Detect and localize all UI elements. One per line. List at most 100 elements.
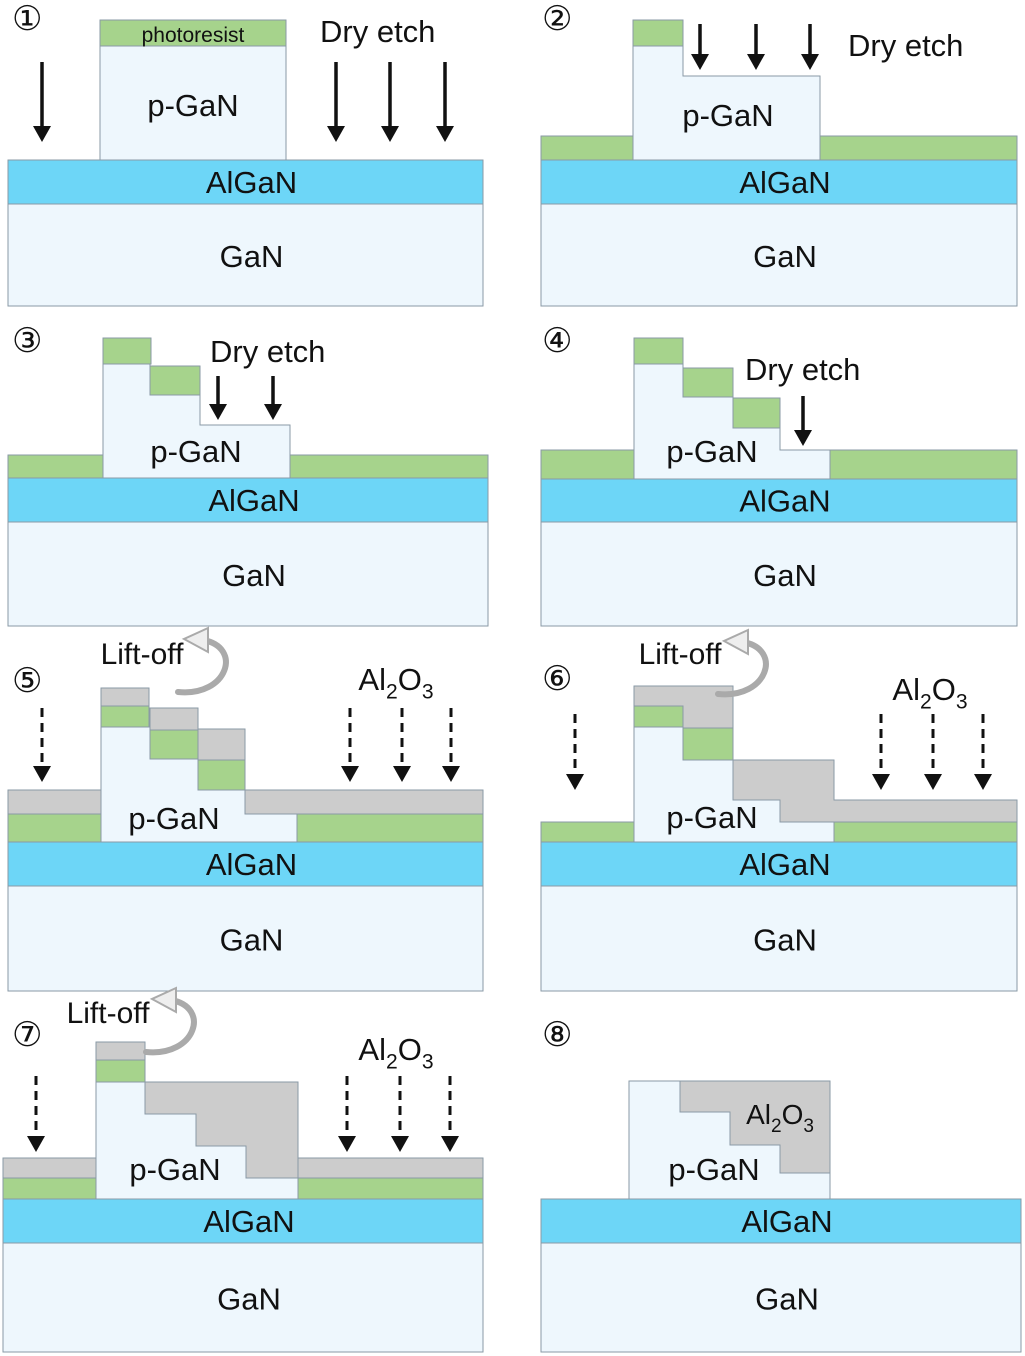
- step-number: ⑤: [12, 662, 42, 700]
- photoresist-layer: [632, 19, 684, 47]
- photoresist-layer: [99, 19, 287, 47]
- al2o3-text: O: [782, 1099, 804, 1130]
- al2o3-layer: [95, 1041, 146, 1061]
- al2o3-subscript: 2: [386, 681, 398, 704]
- photoresist-layer: [833, 821, 1018, 843]
- arrow-head: [338, 1136, 356, 1152]
- algan-layer: [7, 477, 489, 523]
- al2o3-layer: [197, 728, 246, 761]
- p-gan-label: p-GaN: [668, 1152, 759, 1187]
- photoresist-layer: [95, 1059, 146, 1083]
- al2o3-layer: [2, 1157, 97, 1179]
- photoresist-layer: [540, 449, 635, 480]
- gan-label: GaN: [217, 1282, 281, 1317]
- deposition-arrow: [391, 1076, 409, 1152]
- p-gan-label: p-GaN: [147, 88, 238, 123]
- arrow-head: [33, 766, 51, 782]
- al2o3-text: O: [932, 672, 956, 707]
- step-number: ⑥: [542, 660, 572, 698]
- etch-arrow: [264, 376, 282, 420]
- lift-off-label: Lift-off: [67, 997, 150, 1030]
- etch-arrow: [381, 62, 399, 142]
- algan-layer: [540, 478, 1018, 523]
- al2o3-text: O: [398, 662, 422, 697]
- gan-label: GaN: [220, 923, 284, 958]
- photoresist-layer: [732, 397, 781, 429]
- algan-layer: [540, 1198, 1022, 1244]
- arrow-head: [442, 766, 460, 782]
- algan-layer: [540, 841, 1018, 887]
- arrow-head: [691, 54, 709, 70]
- lift-off-curl: [175, 637, 229, 696]
- arrow-head: [872, 774, 890, 790]
- etch-arrow: [327, 62, 345, 142]
- photoresist-layer: [289, 454, 489, 479]
- p-gan-label: p-GaN: [128, 801, 219, 836]
- algan-layer: [540, 159, 1018, 205]
- gan-label: GaN: [753, 558, 817, 593]
- arrow-head: [436, 126, 454, 142]
- lift-off-arrowhead: [721, 628, 749, 656]
- deposition-arrow: [566, 714, 584, 790]
- photoresist-layer: [633, 337, 684, 365]
- arrow-head: [441, 1136, 459, 1152]
- gan-layer: [540, 203, 1018, 307]
- deposition-arrow: [33, 708, 51, 782]
- lift-off-group: Lift-off: [639, 628, 769, 698]
- al2o3-label: Al2O3: [358, 1032, 433, 1074]
- algan-label: AlGaN: [739, 484, 830, 519]
- step-number: ⑧: [542, 1016, 572, 1054]
- step-number: ③: [12, 322, 42, 360]
- al2o3-subscript: 3: [803, 1116, 814, 1137]
- gan-layer: [7, 203, 484, 307]
- arrow-head: [27, 1136, 45, 1152]
- al2o3-text: O: [398, 1032, 422, 1067]
- al2o3-subscript: 2: [771, 1116, 782, 1137]
- arrow-head: [393, 766, 411, 782]
- etch-arrow: [747, 24, 765, 70]
- p-gan-label: p-GaN: [666, 434, 757, 469]
- step-number: ⑦: [12, 1016, 42, 1054]
- lift-off-arrowhead: [181, 626, 209, 654]
- al2o3-subscript: 3: [422, 1051, 434, 1074]
- etch-arrow: [209, 376, 227, 420]
- gan-layer: [7, 521, 489, 627]
- p-gan-label: p-GaN: [682, 98, 773, 133]
- arrow-head: [566, 774, 584, 790]
- al2o3-text: Al: [358, 662, 386, 697]
- photoresist-layer: [7, 813, 102, 843]
- gan-layer: [540, 521, 1018, 627]
- al2o3-subscript: 3: [422, 681, 434, 704]
- gan-label: GaN: [755, 1282, 819, 1317]
- photoresist-layer: [682, 727, 734, 761]
- photoresist-layer: [149, 365, 201, 396]
- deposition-arrow: [27, 1076, 45, 1152]
- algan-label: AlGaN: [741, 1204, 832, 1239]
- arrow-head: [794, 430, 812, 446]
- al2o3-layer: [100, 687, 150, 707]
- lift-off-group: Lift-off: [101, 626, 229, 696]
- arrow-head: [924, 774, 942, 790]
- lift-off-label: Lift-off: [639, 638, 722, 671]
- etch-arrow: [801, 24, 819, 70]
- arrow-head: [33, 126, 51, 142]
- arrow-head: [209, 404, 227, 420]
- photoresist-layer: [2, 1177, 97, 1200]
- arrow-head: [381, 126, 399, 142]
- etch-arrow: [794, 396, 812, 446]
- dry-etch-label: Dry etch: [848, 28, 963, 63]
- step-number: ②: [542, 0, 572, 38]
- al2o3-subscript: 2: [386, 1051, 398, 1074]
- algan-label: AlGaN: [203, 1204, 294, 1239]
- deposition-arrow: [441, 1076, 459, 1152]
- photoresist-layer: [149, 729, 199, 760]
- al2o3-label: Al2O3: [892, 672, 967, 714]
- gan-layer: [2, 1242, 484, 1353]
